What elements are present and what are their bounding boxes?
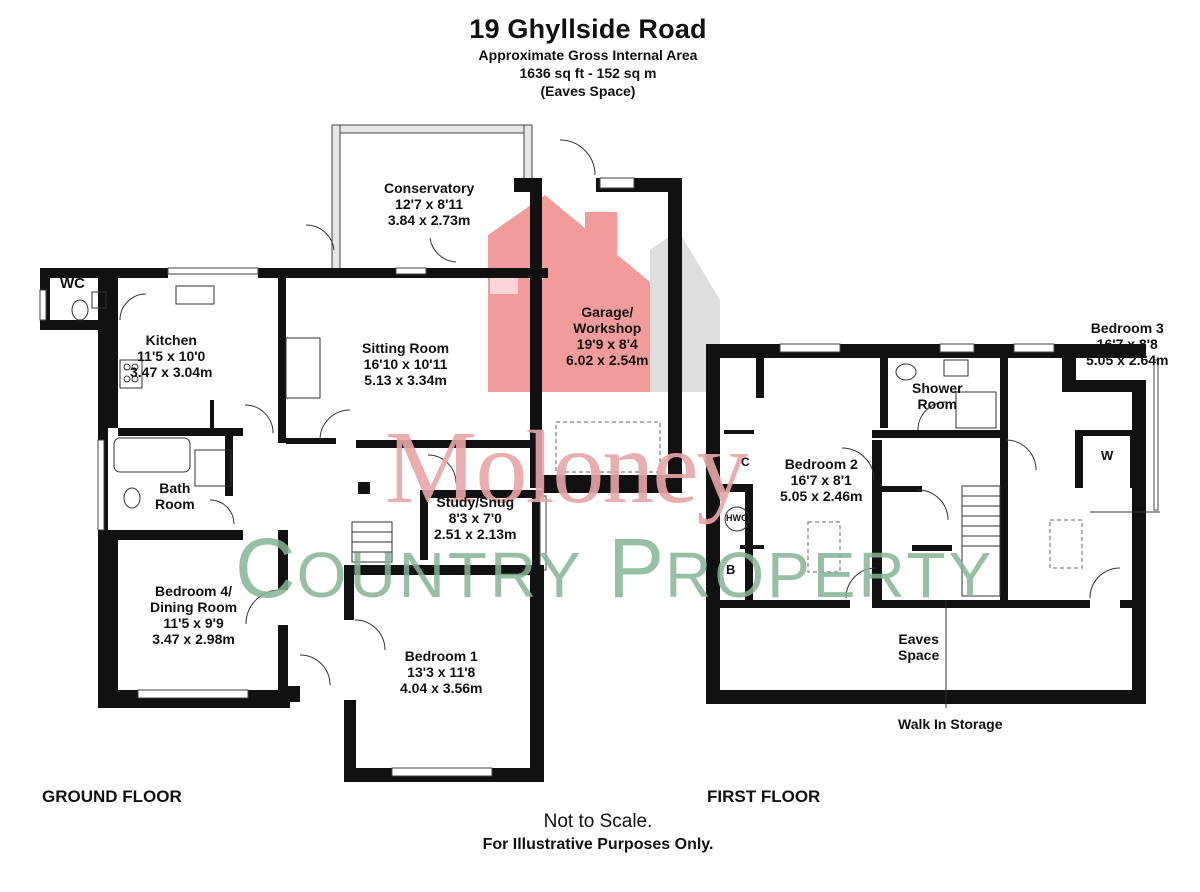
room-sitting-room-metric: 5.13 x 3.34m — [364, 372, 447, 388]
room-kitchen-imperial: 11'5 x 10'0 — [137, 348, 206, 364]
room-garage-imperial: 19'9 x 8'4 — [576, 336, 638, 352]
room-bedroom4-name: Bedroom 4/ — [155, 583, 233, 599]
room-bedroom1: Bedroom 1 13'3 x 11'8 4.04 x 3.56m — [400, 648, 483, 696]
room-garage-metric: 6.02 x 2.54m — [566, 352, 649, 368]
room-bedroom3-imperial: 16'7 x 8'8 — [1096, 336, 1158, 352]
room-conservatory: Conservatory 12'7 x 8'11 3.84 x 2.73m — [384, 180, 474, 228]
room-eaves: Eaves Space — [898, 631, 939, 663]
room-eaves-name: Eaves — [898, 631, 939, 647]
area-note: (Eaves Space) — [540, 83, 636, 99]
room-bathroom-name2: Room — [155, 496, 195, 512]
room-bedroom2-name: Bedroom 2 — [784, 456, 858, 472]
room-bedroom2: Bedroom 2 16'7 x 8'1 5.05 x 2.46m — [780, 456, 863, 504]
room-wc-name: WC — [60, 275, 85, 292]
room-garage: Garage/ Workshop 19'9 x 8'4 6.02 x 2.54m — [566, 304, 649, 368]
room-bedroom3: Bedroom 3 16'7 x 8'8 5.05 x 2.64m — [1086, 320, 1169, 368]
room-bedroom2-metric: 5.05 x 2.46m — [780, 488, 863, 504]
boiler-tag: B — [726, 562, 736, 577]
room-kitchen-name: Kitchen — [145, 332, 197, 348]
scale-note: Not to Scale. — [543, 811, 653, 832]
area-value: 1636 sq ft - 152 sq m — [519, 65, 657, 81]
room-kitchen: Kitchen 11'5 x 10'0 3.47 x 3.04m — [130, 332, 213, 380]
wardrobe-tag: W — [1101, 448, 1114, 463]
watermark-brand-upper: Moloney — [385, 410, 749, 525]
room-shower-room-name: Shower — [912, 380, 963, 396]
room-bedroom1-metric: 4.04 x 3.56m — [400, 680, 483, 696]
room-bedroom4-imperial: 11'5 x 9'9 — [163, 615, 224, 631]
purpose-note: For Illustrative Purposes Only. — [482, 836, 714, 853]
room-bathroom: Bath Room — [155, 480, 195, 512]
room-bedroom3-name: Bedroom 3 — [1090, 320, 1164, 336]
room-conservatory-imperial: 12'7 x 8'11 — [395, 196, 464, 212]
ground-floor-label: GROUND FLOOR — [42, 787, 182, 806]
room-bedroom1-name: Bedroom 1 — [404, 648, 478, 664]
property-title: 19 Ghyllside Road — [469, 14, 707, 44]
watermark-brand-lower: COUNTRY PROPERTY — [235, 521, 995, 615]
room-bathroom-name: Bath — [159, 480, 191, 496]
room-bedroom4-name2: Dining Room — [150, 599, 238, 615]
area-caption: Approximate Gross Internal Area — [478, 47, 698, 63]
cupboard-tag: C — [741, 455, 750, 469]
room-shower-room: Shower Room — [912, 380, 963, 412]
ground-floor-plan — [39, 124, 682, 782]
conservatory-frame — [331, 124, 533, 134]
walk-in-storage-label: Walk In Storage — [898, 716, 1003, 732]
room-garage-name2: Workshop — [573, 320, 642, 336]
room-sitting-room-imperial: 16'10 x 10'11 — [363, 356, 448, 372]
room-wc: WC — [60, 276, 85, 292]
hwc-tag: HWC — [726, 513, 748, 523]
room-study-metric: 2.51 x 2.13m — [434, 526, 517, 542]
room-conservatory-name: Conservatory — [384, 180, 475, 196]
room-shower-room-name2: Room — [917, 396, 958, 412]
room-bedroom4: Bedroom 4/ Dining Room 11'5 x 9'9 3.47 x… — [150, 583, 237, 647]
first-floor-plan — [706, 343, 1160, 708]
room-conservatory-metric: 3.84 x 2.73m — [387, 212, 471, 228]
room-sitting-room-name: Sitting Room — [362, 340, 450, 356]
room-bedroom1-imperial: 13'3 x 11'8 — [407, 664, 476, 680]
room-study: Study/Snug 8'3 x 7'0 2.51 x 2.13m — [434, 494, 517, 542]
room-study-name: Study/Snug — [436, 494, 515, 510]
room-study-imperial: 8'3 x 7'0 — [448, 510, 502, 526]
room-bedroom2-imperial: 16'7 x 8'1 — [790, 472, 852, 488]
first-floor-label: FIRST FLOOR — [707, 787, 821, 806]
room-sitting-room: Sitting Room 16'10 x 10'11 5.13 x 3.34m — [362, 340, 449, 388]
room-bedroom4-metric: 3.47 x 2.98m — [152, 631, 235, 647]
watermark-house-icon — [488, 195, 720, 392]
room-bedroom3-metric: 5.05 x 2.64m — [1086, 352, 1169, 368]
room-kitchen-metric: 3.47 x 3.04m — [130, 364, 213, 380]
room-garage-name: Garage/ — [581, 304, 634, 320]
room-eaves-name2: Space — [898, 647, 940, 663]
